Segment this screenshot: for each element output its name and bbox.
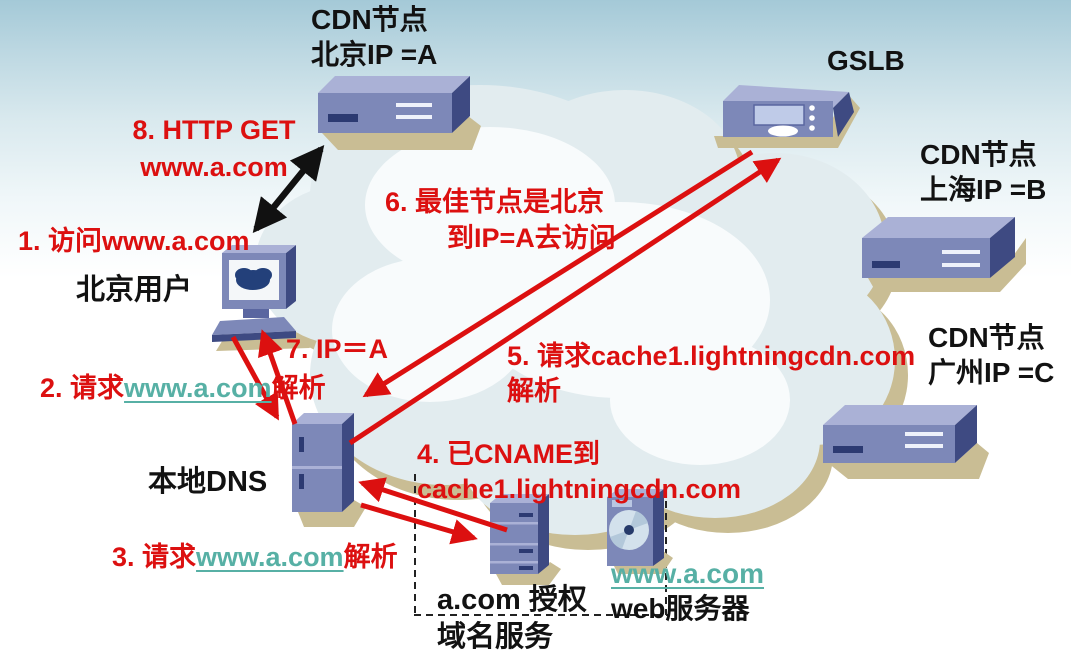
label-gslb: GSLB (827, 45, 905, 77)
step3-annotation: 3. 请求www.a.com解析 (112, 535, 398, 574)
step8-line2: www.a.com (140, 152, 288, 182)
auth-dns-line2: 域名服务 (437, 621, 554, 653)
step4-line2: cache1.lightningcdn.com (417, 474, 742, 504)
gslb-text: GSLB (827, 45, 905, 76)
arrow-step3-dns-to-authdns (360, 502, 478, 545)
step4-annotation: 4. 已CNAME到 cache1.lightningcdn.com (417, 437, 741, 507)
cdn-beijing-line1: CDN节点 (311, 4, 428, 35)
label-cdn-node-beijing: CDN节点 北京IP =A (311, 2, 437, 72)
flow-arrows (230, 144, 782, 545)
web-server-text: web服务器 (611, 593, 750, 624)
cdn-beijing-line2: 北京IP =A (311, 39, 438, 70)
origin-site-dashed-boundary (414, 474, 668, 616)
label-web-server: www.a.com web服务器 (611, 556, 764, 626)
step5-line1: 5. 请求cache1.lightningcdn.com (507, 341, 916, 371)
auth-dns-line1: a.com 授权 (437, 584, 587, 616)
cdn-guangzhou-line2: 广州IP =C (928, 357, 1055, 388)
web-server-icon (607, 489, 673, 574)
step1-text: 1. 访问www.a.com (18, 226, 250, 256)
cdn-shanghai-line1: CDN节点 (920, 139, 1037, 170)
cdn-guangzhou-line1: CDN节点 (928, 322, 1045, 353)
web-server-domain-link: www.a.com (611, 558, 765, 589)
step6-line1: 6. 最佳节点是北京 (385, 187, 605, 217)
step3-prefix: 3. 请求 (112, 542, 197, 572)
step8-line1: 8. HTTP GET (132, 115, 296, 145)
step2-domain-link: www.a.com (124, 373, 272, 403)
step4-line1: 4. 已CNAME到 (417, 439, 601, 469)
step7-text: 7. IP＝A (286, 334, 389, 364)
step5-annotation: 5. 请求cache1.lightningcdn.com 解析 (507, 339, 915, 409)
label-beijing-user: 北京用户 (76, 266, 192, 308)
arrow-step8-http-get (252, 144, 325, 234)
arrow-step5-dns-to-gslb (348, 157, 782, 446)
step2-suffix: 解析 (271, 373, 326, 403)
cdn-shanghai-server-icon (862, 217, 1026, 292)
beijing-user-text: 北京用户 (76, 274, 193, 306)
step3-domain-link: www.a.com (196, 542, 344, 572)
gslb-device-icon (714, 85, 860, 148)
step2-annotation: 2. 请求www.a.com解析 (40, 366, 326, 405)
arrow-step4-authdns-to-dns (358, 477, 508, 533)
arrow-step2-user-to-dns (230, 335, 280, 421)
local-dns-text: 本地DNS (148, 466, 268, 498)
cdn-shanghai-line2: 上海IP =B (920, 174, 1047, 205)
step5-line2: 解析 (507, 376, 561, 406)
step1-annotation: 1. 访问www.a.com (18, 219, 250, 258)
step3-suffix: 解析 (343, 542, 398, 572)
step6-line2: 到IP=A去访问 (447, 223, 616, 253)
label-local-dns: 本地DNS (148, 458, 267, 500)
step6-annotation: 6. 最佳节点是北京 到IP=A去访问 (385, 184, 616, 256)
auth-dns-server-icon (490, 494, 561, 585)
label-cdn-node-guangzhou: CDN节点 广州IP =C (928, 320, 1054, 390)
local-dns-server-icon (292, 413, 366, 527)
arrow-step7-dns-to-user (258, 329, 298, 425)
label-cdn-node-shanghai: CDN节点 上海IP =B (920, 137, 1046, 207)
label-authoritative-dns: a.com 授权 域名服务 (437, 582, 587, 656)
step2-prefix: 2. 请求 (40, 373, 125, 403)
step8-annotation: 8. HTTP GET www.a.com (118, 112, 310, 186)
arrow-step6-gslb-to-dns (362, 149, 754, 398)
cdn-guangzhou-server-icon (823, 405, 989, 479)
cloud-highlight (332, 127, 790, 465)
cdn-beijing-server-icon (318, 76, 481, 150)
step7-annotation: 7. IP＝A (286, 327, 388, 366)
